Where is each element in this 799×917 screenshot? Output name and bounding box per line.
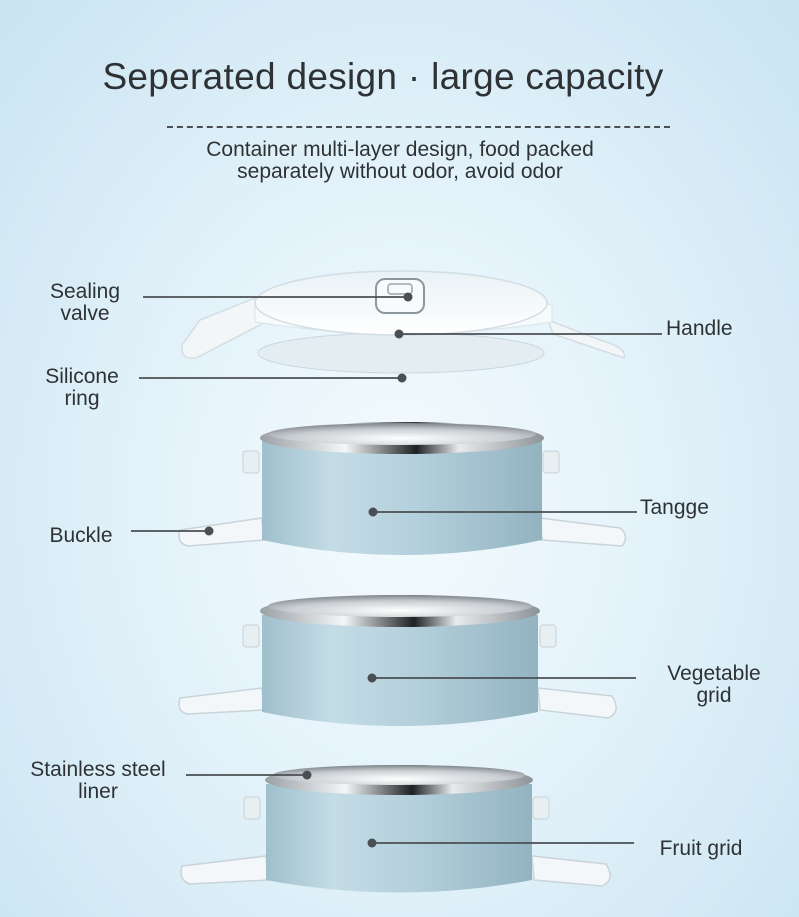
leader-lines: [131, 292, 662, 848]
lid-handle-right: [546, 318, 626, 359]
tier-1-body: [262, 441, 542, 555]
tier-2: [178, 595, 617, 726]
subtitle-line-2: separately without odor, avoid odor: [237, 160, 563, 183]
label-buckle: Buckle: [49, 524, 113, 547]
label-fruit-grid: Fruit grid: [659, 837, 743, 860]
subtitle: Container multi-layer design, food packe…: [150, 139, 650, 183]
silicone-ring-shape: [257, 332, 545, 374]
tier-3: [180, 765, 611, 893]
subtitle-line-1: Container multi-layer design, food packe…: [206, 138, 594, 161]
dashed-divider: [167, 126, 670, 128]
buckle-clip-left: [242, 450, 260, 474]
label-silicone-ring: Silicone ring: [45, 365, 119, 410]
label-tangge: Tangge: [640, 496, 709, 519]
lid-handle-left: [181, 296, 263, 359]
label-handle: Handle: [666, 317, 733, 340]
tier-3-body: [266, 784, 532, 893]
label-stainless-steel-liner: Stainless steel liner: [30, 758, 166, 803]
tier-2-body: [262, 615, 538, 726]
buckle-clip-right: [542, 450, 560, 474]
buckle-right-shape: [539, 517, 627, 547]
tier-1: [178, 422, 627, 555]
buckle-left-shape: [178, 517, 265, 547]
label-sealing-valve: Sealing valve: [49, 280, 121, 325]
label-vegetable-grid: Vegetable grid: [667, 662, 761, 707]
page-title: Seperated design · large capacity: [102, 56, 664, 97]
lid: [181, 270, 626, 374]
